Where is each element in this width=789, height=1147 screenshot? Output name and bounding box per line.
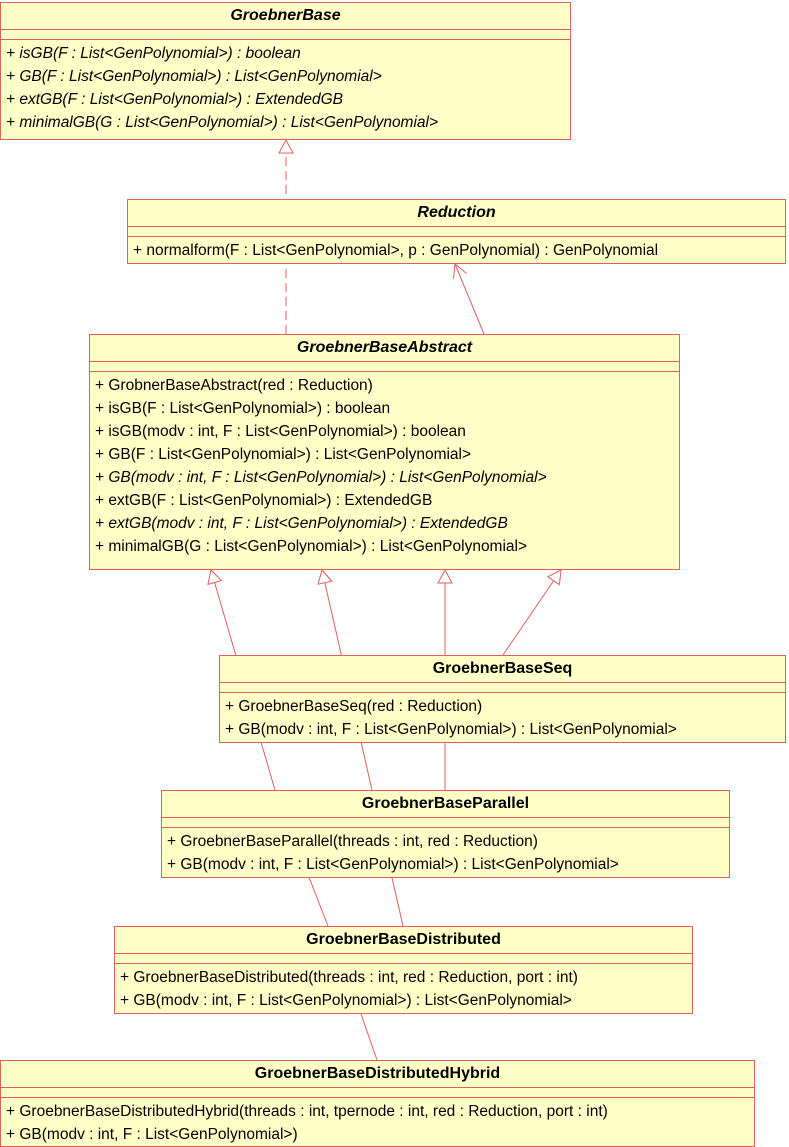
class-name: GroebnerBaseParallel	[162, 791, 729, 818]
attribute-compartment	[128, 227, 785, 237]
attribute-compartment	[162, 818, 729, 828]
attribute-compartment	[1, 30, 570, 40]
inheritance-arrowhead	[437, 568, 453, 584]
operation: + GB(modv : int, F : List<GenPolynomial>…	[225, 721, 677, 738]
operation: + GB(F : List<GenPolynomial>) : List<Gen…	[95, 446, 472, 463]
operation: + isGB(F : List<GenPolynomial>) : boolea…	[95, 400, 391, 417]
class-name: GroebnerBaseAbstract	[90, 335, 679, 362]
inheritance-arrowhead	[317, 568, 333, 585]
navigability-arrowhead	[453, 263, 467, 279]
operations-compartment: + normalform(F : List<GenPolynomial>, p …	[128, 237, 785, 262]
inheritance-arrowhead	[207, 568, 223, 586]
class-groebner-base-distributed[interactable]: GroebnerBaseDistributed + GroebnerBaseDi…	[114, 926, 693, 1014]
operation: + isGB(modv : int, F : List<GenPolynomia…	[95, 423, 466, 440]
operations-compartment: + GroebnerBaseDistributedHybrid(threads …	[1, 1098, 754, 1146]
class-groebner-base-abstract[interactable]: GroebnerBaseAbstract + GrobnerBaseAbstra…	[89, 334, 680, 570]
class-groebner-base-distributed-hybrid[interactable]: GroebnerBaseDistributedHybrid + Groebner…	[0, 1060, 755, 1147]
operation: + minimalGB(G : List<GenPolynomial>) : L…	[95, 538, 528, 555]
attribute-compartment	[90, 362, 679, 372]
operation: + GB(F : List<GenPolynomial>) : List<Gen…	[6, 68, 382, 85]
operation: + GB(modv : int, F : List<GenPolynomial>…	[6, 1126, 298, 1143]
class-name: Reduction	[128, 200, 785, 227]
class-groebner-base-parallel[interactable]: GroebnerBaseParallel + GroebnerBaseParal…	[161, 790, 730, 878]
generalization-line	[502, 569, 562, 656]
operation: + GroebnerBaseDistributed(threads : int,…	[120, 969, 578, 986]
operation: + GrobnerBaseAbstract(red : Reduction)	[95, 377, 373, 394]
attribute-compartment	[115, 954, 692, 964]
attribute-compartment	[1, 1088, 754, 1098]
operation: + GB(modv : int, F : List<GenPolynomial>…	[167, 856, 619, 873]
operations-compartment: + GroebnerBaseSeq(red : Reduction) + GB(…	[220, 693, 785, 741]
class-name: GroebnerBaseSeq	[220, 656, 785, 683]
operation: + GB(modv : int, F : List<GenPolynomial>…	[95, 469, 547, 486]
class-name: GroebnerBaseDistributed	[115, 927, 692, 954]
operations-compartment: + GroebnerBaseParallel(threads : int, re…	[162, 828, 729, 876]
operation: + normalform(F : List<GenPolynomial>, p …	[133, 242, 659, 259]
operations-compartment: + GroebnerBaseDistributed(threads : int,…	[115, 964, 692, 1012]
class-name: GroebnerBase	[1, 3, 570, 30]
operations-compartment: + GrobnerBaseAbstract(red : Reduction) +…	[90, 372, 679, 558]
class-name: GroebnerBaseDistributedHybrid	[1, 1061, 754, 1088]
operation: + extGB(F : List<GenPolynomial>) : Exten…	[6, 91, 344, 108]
inheritance-arrowhead	[278, 138, 294, 154]
operations-compartment: + isGB(F : List<GenPolynomial>) : boolea…	[1, 40, 570, 134]
operation: + minimalGB(G : List<GenPolynomial>) : L…	[6, 114, 439, 131]
operation: + extGB(modv : int, F : List<GenPolynomi…	[95, 515, 508, 532]
attribute-compartment	[220, 683, 785, 693]
operation: + GB(modv : int, F : List<GenPolynomial>…	[120, 992, 572, 1009]
operation: + GroebnerBaseDistributedHybrid(threads …	[6, 1103, 608, 1120]
operation: + isGB(F : List<GenPolynomial>) : boolea…	[6, 45, 301, 62]
class-groebner-base-seq[interactable]: GroebnerBaseSeq + GroebnerBaseSeq(red : …	[219, 655, 786, 743]
inheritance-arrowhead	[546, 569, 562, 586]
operation: + GroebnerBaseParallel(threads : int, re…	[167, 833, 538, 850]
operation: + GroebnerBaseSeq(red : Reduction)	[225, 698, 483, 715]
association-line	[454, 263, 485, 335]
operation: + extGB(F : List<GenPolynomial>) : Exten…	[95, 492, 433, 509]
class-groebner-base[interactable]: GroebnerBase + isGB(F : List<GenPolynomi…	[0, 2, 571, 140]
class-reduction[interactable]: Reduction + normalform(F : List<GenPolyn…	[127, 199, 786, 264]
generalization-line	[360, 1013, 378, 1061]
